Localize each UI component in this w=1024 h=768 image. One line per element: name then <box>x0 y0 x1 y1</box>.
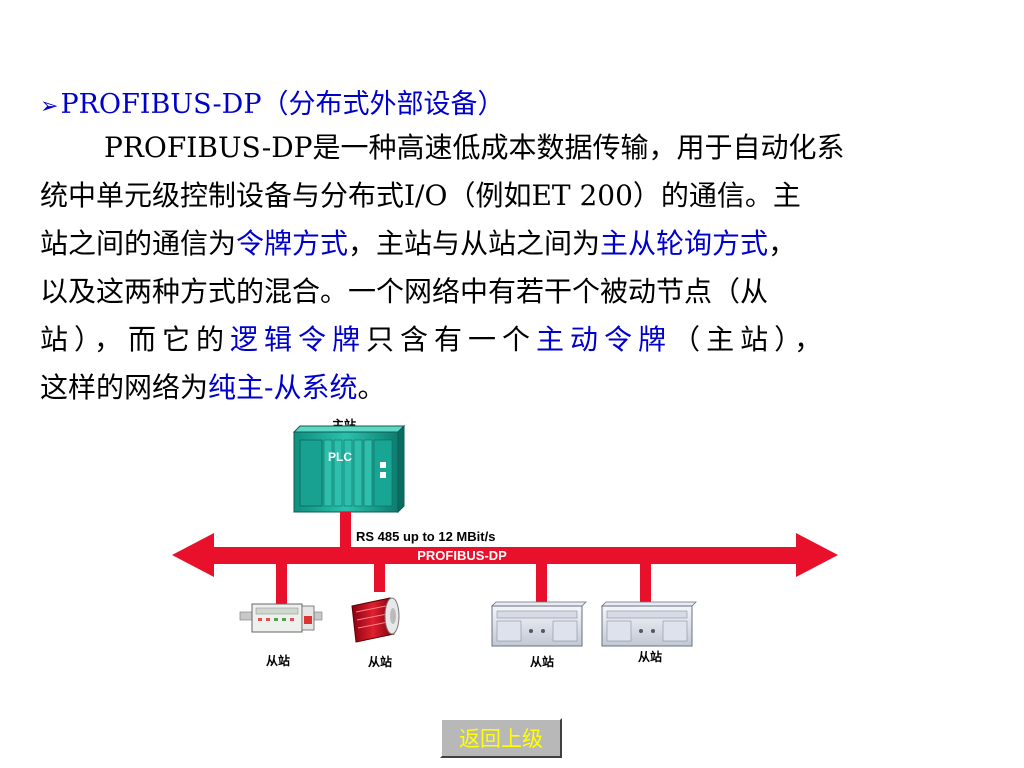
para-text-6c: 。 <box>357 371 386 404</box>
para-line-4: 以及这两种方式的混合。一个网络中有若干个被动节点（从 <box>40 268 970 316</box>
para-text-5a: 站），而它的 <box>40 323 231 356</box>
profibus-bus-line <box>172 533 838 577</box>
pure-master-slave-term: 纯主-从系统 <box>208 371 358 404</box>
para-text-5e: （主站）， <box>672 323 829 356</box>
arrow-bullet-icon: ➢ <box>40 94 59 119</box>
slave-label: 从站 <box>368 654 392 669</box>
para-line-2: 统中单元级控制设备与分布式I/O（例如ET 200）的通信。主 <box>40 172 970 220</box>
para-text-6a: 这样的网络为 <box>40 371 209 404</box>
para-text-5c: 只含有一个 <box>366 323 537 356</box>
active-token-term: 主动令牌 <box>536 323 673 356</box>
bus-name-label: PROFIBUS-DP <box>417 548 507 563</box>
para-text-4: 以及这两种方式的混合。一个网络中有若干个被动节点（从 <box>40 275 769 308</box>
slave-rack-unit <box>491 601 587 647</box>
back-button[interactable]: 返回上级 <box>440 718 562 758</box>
plc-master-device: PLC <box>292 424 406 514</box>
para-text-3e: ， <box>768 227 797 260</box>
description-paragraph: PROFIBUS-DP是一种高速低成本数据传输，用于自动化系 统中单元级控制设备… <box>40 124 970 412</box>
slave-drop-line <box>536 564 547 606</box>
para-line-6: 这样的网络为纯主-从系统。 <box>40 364 970 412</box>
slave-label: 从站 <box>530 654 554 669</box>
slave-label: 从站 <box>638 649 662 664</box>
slave-drop-line <box>276 564 287 608</box>
section-heading: ➢PROFIBUS-DP（分布式外部设备） <box>40 82 505 121</box>
para-text-3c: ，主站与从站之间为 <box>348 227 601 260</box>
logical-token-term: 逻辑令牌 <box>230 323 367 356</box>
para-line-5: 站），而它的逻辑令牌只含有一个主动令牌（主站）， <box>40 316 970 364</box>
slave-drop-line <box>640 564 651 606</box>
master-slave-polling-term: 主从轮询方式 <box>600 227 769 260</box>
bus-speed-label: RS 485 up to 12 MBit/s <box>356 529 495 544</box>
para-line-3: 站之间的通信为令牌方式，主站与从站之间为主从轮询方式， <box>40 220 970 268</box>
slave-drive-device <box>351 597 400 643</box>
slave-drop-line <box>374 564 385 592</box>
token-mode-term: 令牌方式 <box>236 227 349 260</box>
para-line-1: PROFIBUS-DP是一种高速低成本数据传输，用于自动化系 <box>40 124 970 172</box>
slave-rack-unit <box>601 601 697 647</box>
plc-label: PLC <box>328 450 352 464</box>
heading-text: PROFIBUS-DP（分布式外部设备） <box>60 89 505 120</box>
para-text-1: PROFIBUS-DP是一种高速低成本数据传输，用于自动化系 <box>104 131 845 164</box>
slave-io-module <box>239 603 323 633</box>
slave-label: 从站 <box>266 653 290 668</box>
para-text-2: 统中单元级控制设备与分布式I/O（例如ET 200）的通信。主 <box>40 179 801 212</box>
para-text-3a: 站之间的通信为 <box>40 227 237 260</box>
master-drop-line <box>340 512 351 547</box>
